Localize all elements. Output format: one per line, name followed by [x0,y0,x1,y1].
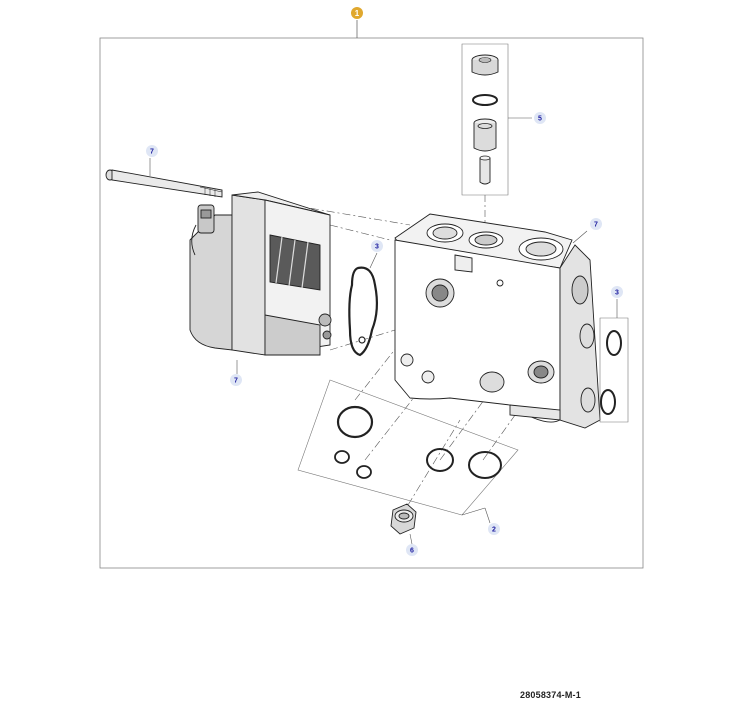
callout-7-rod-label: 7 [150,149,154,156]
callout-3-right-label: 3 [615,290,619,297]
seal-kit [297,379,519,524]
callout-3-left[interactable]: 3 [371,240,383,252]
callout-7-body[interactable]: 7 [230,374,242,386]
callout-2-label: 2 [492,527,496,534]
callout-5-label: 5 [538,116,542,123]
callout-7-body-label: 7 [234,378,238,385]
callout-7-block[interactable]: 7 [590,218,602,230]
diagram-frame [99,37,644,569]
callout-main-label: 1 [355,9,360,18]
callout-3-right[interactable]: 3 [611,286,623,298]
callout-7-rod[interactable]: 7 [146,145,158,157]
solenoid-housing [189,191,332,374]
callout-2[interactable]: 2 [488,523,500,535]
callout-7-block-label: 7 [594,222,598,229]
gasket-left [348,252,379,357]
diagram-reference-id: 28058374-M-1 [520,690,581,700]
tie-rod [105,158,223,198]
callout-6[interactable]: 6 [406,544,418,556]
callout-3-left-label: 3 [375,244,379,251]
valve-block [394,213,601,429]
callout-6-label: 6 [410,548,414,555]
o-ring-set-right [599,299,629,423]
callout-main[interactable]: 1 [351,7,363,19]
plug [390,503,417,545]
callout-5[interactable]: 5 [534,112,546,124]
cartridge-assembly [461,43,532,232]
